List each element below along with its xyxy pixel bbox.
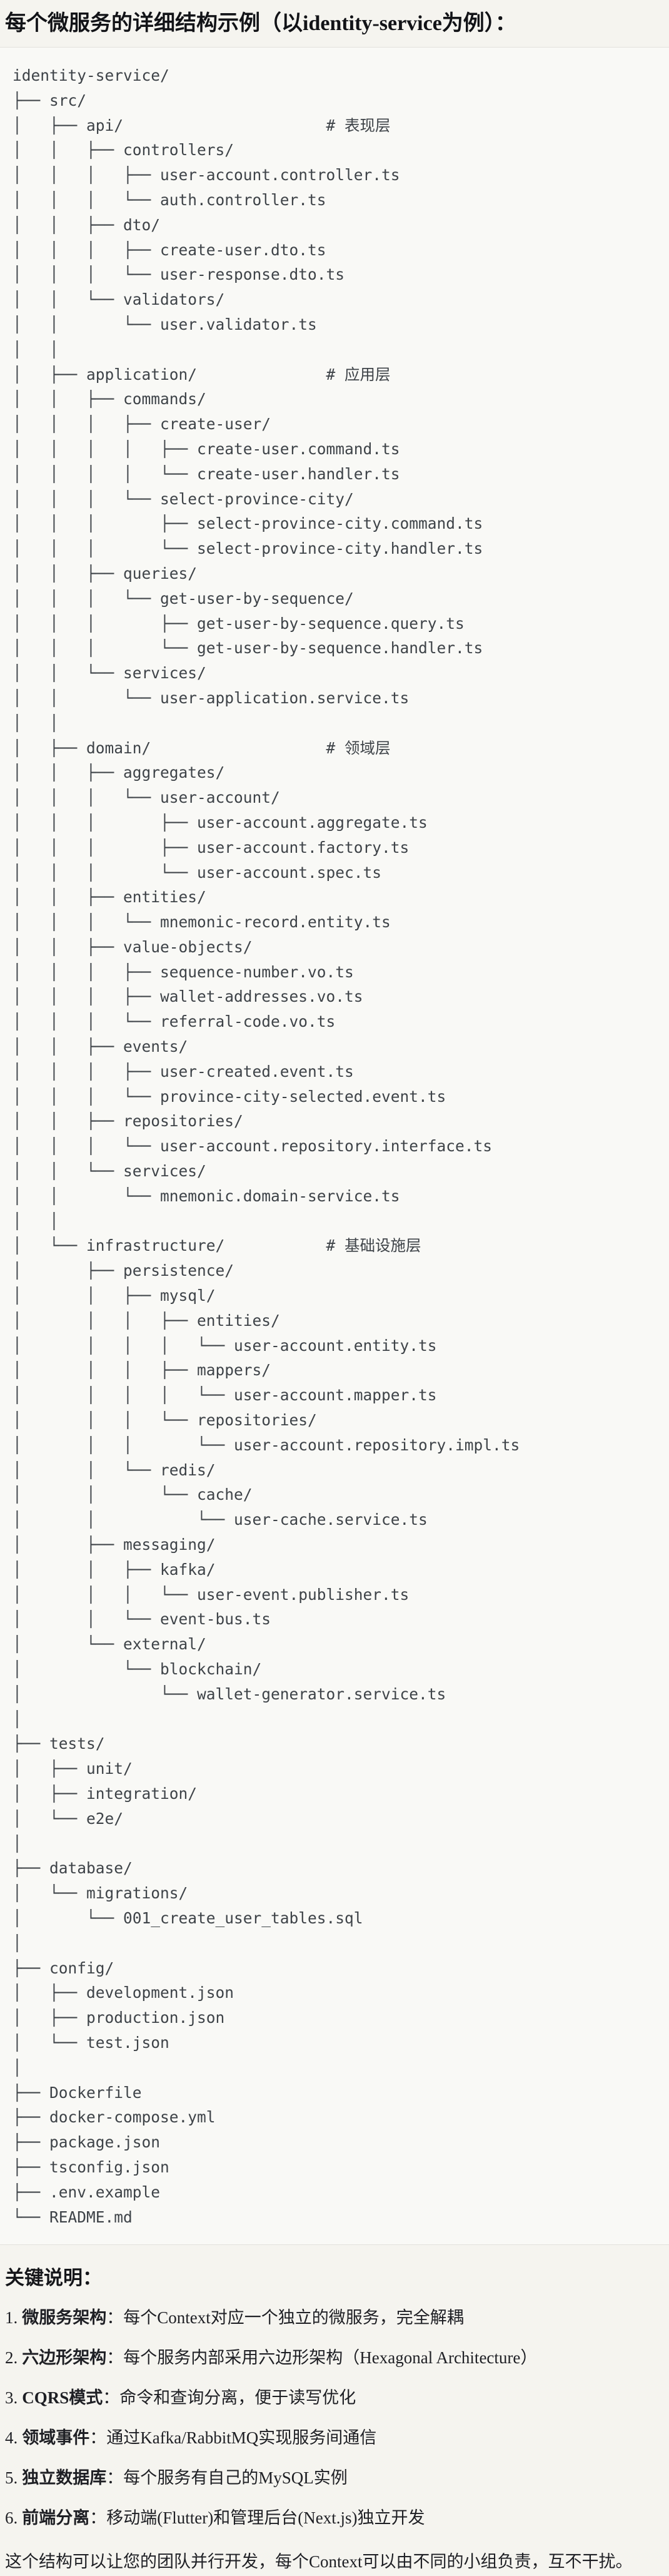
directory-tree-text: identity-service/ ├── src/ │ ├── api/ # … (13, 66, 520, 2226)
note-item: 1.微服务架构：每个Context对应一个独立的微服务，完全解耦 (5, 2307, 663, 2328)
note-term: CQRS模式 (22, 2388, 103, 2408)
notes-heading: 关键说明： (5, 2267, 102, 2289)
note-term: 前端分离 (22, 2508, 90, 2528)
code-block: identity-service/ ├── src/ │ ├── api/ # … (0, 47, 669, 2246)
note-term: 微服务架构 (22, 2308, 107, 2328)
notes-section: 关键说明： 1.微服务架构：每个Context对应一个独立的微服务，完全解耦 2… (0, 2245, 669, 2572)
note-number: 4. (5, 2428, 18, 2448)
note-separator: ： (103, 2388, 120, 2408)
note-description: 移动端(Flutter)和管理后台(Next.js)独立开发 (106, 2508, 425, 2528)
note-item: 5.独立数据库：每个服务有自己的MySQL实例 (5, 2467, 663, 2488)
note-item: 2.六边形架构：每个服务内部采用六边形架构（Hexagonal Architec… (5, 2347, 663, 2368)
note-number: 5. (5, 2468, 18, 2488)
note-description: 每个服务内部采用六边形架构（Hexagonal Architecture） (123, 2348, 538, 2368)
note-item: 6.前端分离：移动端(Flutter)和管理后台(Next.js)独立开发 (5, 2507, 663, 2528)
note-separator: ： (89, 2428, 107, 2448)
note-number: 6. (5, 2508, 18, 2528)
note-number: 3. (5, 2388, 18, 2408)
note-separator: ： (106, 2308, 124, 2328)
note-item: 3.CQRS模式：命令和查询分离，便于读写优化 (5, 2387, 663, 2408)
note-description: 通过Kafka/RabbitMQ实现服务间通信 (106, 2428, 377, 2448)
note-number: 2. (5, 2348, 18, 2368)
page-title: 每个微服务的详细结构示例（以identity-service为例）： (5, 12, 516, 35)
note-item: 4.领域事件：通过Kafka/RabbitMQ实现服务间通信 (5, 2427, 663, 2448)
note-separator: ： (106, 2348, 124, 2368)
note-number: 1. (5, 2308, 18, 2328)
note-separator: ： (89, 2508, 107, 2528)
note-term: 六边形架构 (22, 2348, 107, 2368)
note-separator: ： (106, 2468, 124, 2488)
note-description: 每个Context对应一个独立的微服务，完全解耦 (123, 2308, 464, 2328)
note-term: 领域事件 (22, 2428, 90, 2448)
note-description: 命令和查询分离，便于读写优化 (119, 2388, 356, 2408)
note-description: 每个服务有自己的MySQL实例 (123, 2468, 348, 2488)
note-term: 独立数据库 (22, 2468, 107, 2488)
closing-paragraph: 这个结构可以让您的团队并行开发，每个Context可以由不同的小组负责，互不干扰… (5, 2552, 633, 2572)
